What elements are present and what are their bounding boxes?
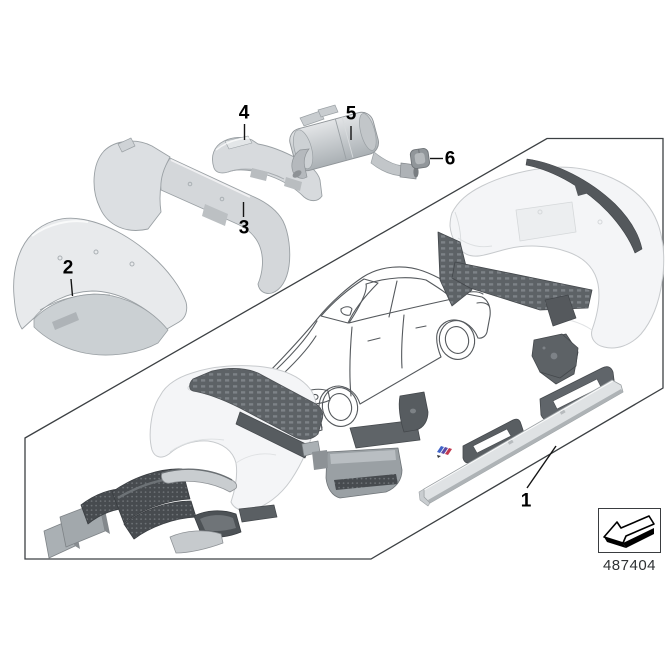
corner-blade-icon (169, 530, 224, 554)
leader-lines (70, 124, 557, 489)
callout-5: 5 (345, 103, 357, 125)
rear-muffler-icon (289, 104, 419, 180)
callout-6: 6 (444, 148, 456, 170)
side-skirt-kit (418, 333, 624, 507)
part-code-box (598, 508, 661, 553)
side-skirt-icon (423, 379, 624, 504)
rear-diffuser-icon (212, 135, 323, 202)
front-bumper-icon (13, 217, 188, 356)
fold-arrow-icon (603, 515, 655, 548)
callout-3: 3 (238, 217, 250, 239)
front-bumper-kit (43, 365, 429, 559)
sheet-border (24, 137, 664, 560)
part-code: 487404 (602, 557, 657, 574)
callout-4: 4 (238, 102, 250, 124)
exhaust-clamp-icon (409, 148, 430, 169)
m-badge-icon (437, 446, 452, 458)
front-carrier-icon (189, 368, 324, 440)
callout-1: 1 (520, 490, 532, 512)
rear-bumper-icon (93, 137, 291, 294)
callout-2: 2 (62, 257, 74, 279)
